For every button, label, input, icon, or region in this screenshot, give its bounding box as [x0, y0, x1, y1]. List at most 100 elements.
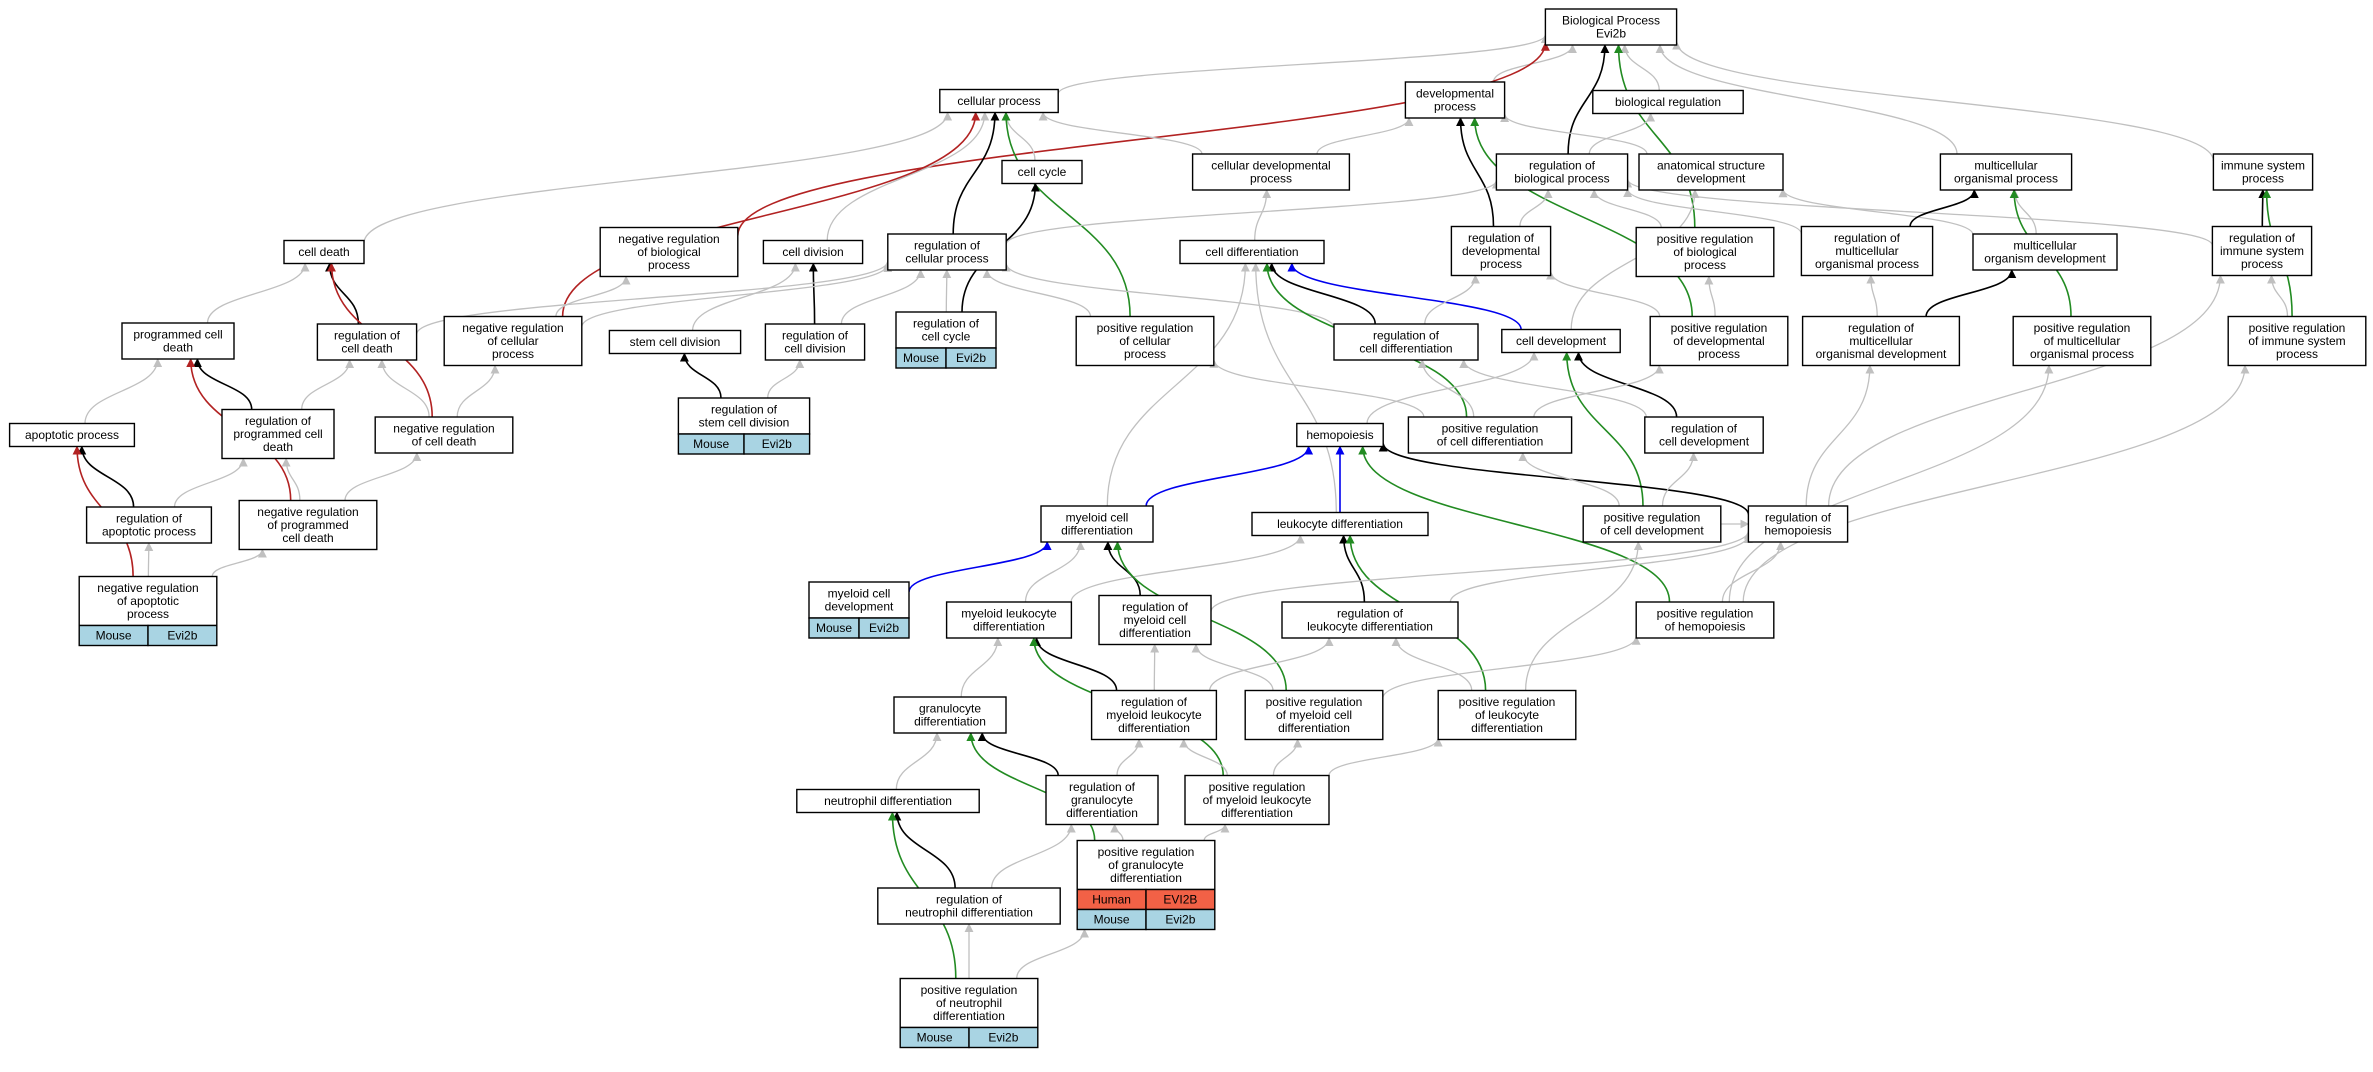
go-term-node-cell-cycle[interactable]: cell cycle	[1001, 159, 1083, 185]
is-a-edge	[415, 260, 893, 335]
node-label-line: cell cycle	[1018, 165, 1067, 179]
go-term-node-hemopoiesis[interactable]: hemopoiesis	[1296, 422, 1384, 448]
go-term-node-cellular-process[interactable]: cellular process	[939, 88, 1059, 114]
go-term-node-leukocyte-differentiation[interactable]: leukocyte differentiation	[1251, 511, 1429, 537]
node-box	[677, 397, 811, 435]
regulates-edge	[1267, 262, 1376, 325]
node-box	[1333, 323, 1479, 361]
is-a-edge	[1057, 34, 1550, 95]
go-term-node-biological-regulation[interactable]: biological regulation	[1592, 89, 1744, 115]
node-label-line: positive regulation	[1266, 695, 1363, 709]
go-term-node-neutrophil-differentiation[interactable]: neutrophil differentiation	[796, 788, 980, 814]
species-label: Mouse	[96, 629, 132, 643]
regulates-edge	[77, 445, 135, 508]
gene-label: Evi2b	[869, 621, 899, 635]
node-box	[1939, 153, 2073, 191]
node-box	[2227, 315, 2367, 367]
node-label-line: of biological	[637, 245, 700, 259]
go-term-node-cell-death[interactable]: cell death	[283, 239, 365, 265]
node-label-line: positive regulation	[2034, 321, 2131, 335]
go-term-node-cell-division[interactable]: cell division	[762, 239, 864, 265]
node-label-line: positive regulation	[1097, 321, 1194, 335]
node-label-line: of biological	[1673, 245, 1736, 259]
node-box	[1437, 689, 1577, 741]
go-term-node-apoptotic-process[interactable]: apoptotic process	[8, 422, 136, 448]
node-label-line: apoptotic process	[25, 428, 119, 442]
node-label-line: development	[825, 600, 894, 614]
node-label-line: positive regulation	[1671, 321, 1768, 335]
node-box	[374, 416, 514, 454]
node-label-line: differentiation	[1119, 626, 1191, 640]
node-label-line: cellular process	[905, 252, 988, 266]
node-label-line: positive regulation	[1604, 511, 1701, 525]
is-a-edge	[1588, 112, 1656, 155]
node-label-line: cell death	[298, 245, 349, 259]
is-a-edge	[1382, 635, 1641, 699]
go-term-node-cell-development[interactable]: cell development	[1501, 328, 1621, 354]
node-box	[443, 315, 583, 367]
node-label-line: cell development	[1659, 435, 1750, 449]
node-label-line: differentiation	[1066, 806, 1138, 820]
node-label-line: hemopoiesis	[1306, 428, 1373, 442]
node-label-line: regulation of	[245, 414, 312, 428]
node-box	[1638, 153, 1784, 191]
regulates-edge	[1378, 442, 1750, 515]
node-box	[1184, 774, 1330, 826]
is-a-edge	[1016, 928, 1089, 979]
node-label-line: positive regulation	[1459, 695, 1556, 709]
go-term-node-stem-cell-division[interactable]: stem cell division	[608, 329, 742, 355]
go-term-node-cell-differentiation[interactable]: cell differentiation	[1179, 239, 1325, 265]
regulates-edge	[2258, 189, 2268, 227]
